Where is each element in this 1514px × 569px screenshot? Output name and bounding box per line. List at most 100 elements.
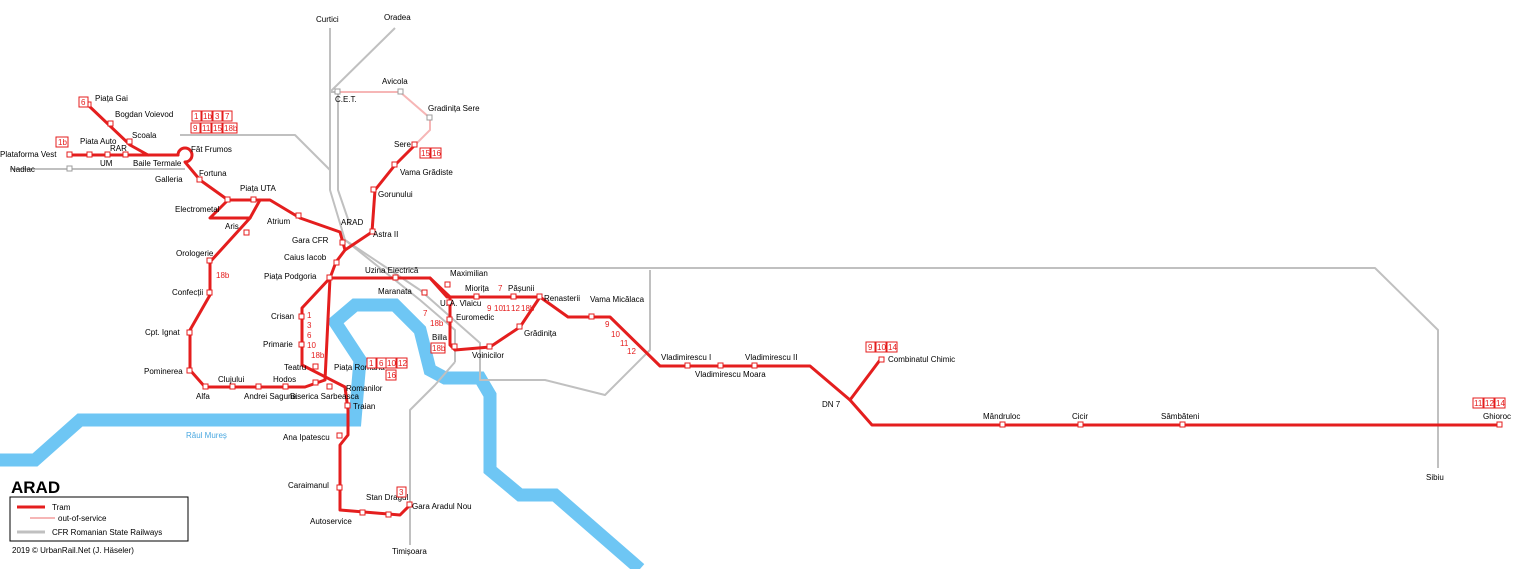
station-label: Ana Ipatescu — [283, 433, 330, 442]
railway-network — [10, 27, 1439, 545]
station-label: Gorunului — [378, 190, 413, 199]
route-16-box: 16 — [387, 371, 396, 380]
station-label: Vladimirescu Moara — [695, 370, 766, 379]
route-10-box: 10 — [877, 343, 886, 352]
route-1-box: 1 — [369, 359, 374, 368]
station-label: Bogdan Voievod — [115, 110, 173, 119]
station-label: Vladimirescu I — [661, 353, 711, 362]
route-18b-box: 18b — [432, 344, 446, 353]
route-number: 18b — [430, 319, 444, 328]
route-number: 9 — [605, 320, 610, 329]
station-label: Autoservice — [310, 517, 352, 526]
route-12-box: 12 — [1485, 399, 1494, 408]
station-label: Vladimirescu II — [745, 353, 797, 362]
station-label: Renasterii — [544, 294, 580, 303]
station-label: Curtici — [316, 15, 339, 24]
route-10-box: 10 — [387, 359, 396, 368]
route-9-box: 9 — [193, 124, 198, 133]
station-label: ARAD — [341, 218, 363, 227]
legend-tram-label: Tram — [52, 503, 71, 512]
station-label: Piața Podgoria — [264, 272, 317, 281]
station-label: Voinicilor — [472, 351, 504, 360]
station-label: Grădinița — [524, 329, 557, 338]
station-label: Clujului — [218, 375, 244, 384]
route-9-box: 9 — [868, 343, 873, 352]
station-label: Billa — [432, 333, 448, 342]
legend: Tram out-of-service CFR Romanian State R… — [9, 496, 189, 542]
station-label: UM — [100, 159, 113, 168]
station-label: Cpt. Ignat — [145, 328, 180, 337]
station-label: Atrium — [267, 217, 290, 226]
station-label: Baile Termale — [133, 159, 182, 168]
route-18b-box: 18b — [224, 124, 238, 133]
route-number: 18b — [311, 351, 325, 360]
route-14-box: 14 — [1496, 399, 1505, 408]
route-number: 10 — [307, 341, 316, 350]
station-label: Piața Gai — [95, 94, 128, 103]
station-label: Piata Auto — [80, 137, 117, 146]
route-6-box: 6 — [81, 98, 86, 107]
station-label: Vama Micălaca — [590, 295, 645, 304]
station-label: Orologerie — [176, 249, 214, 258]
route-14-box: 14 — [888, 343, 897, 352]
station-label: Crisan — [271, 312, 294, 321]
route-number: 7 — [423, 309, 428, 318]
station-label: Sibiu — [1426, 473, 1444, 482]
station-label: Cicir — [1072, 412, 1088, 421]
route-6-box: 6 — [379, 359, 384, 368]
station-label: Caius Iacob — [284, 253, 327, 262]
route-11-box: 11 — [202, 124, 211, 133]
route-number: 7 — [498, 284, 503, 293]
station-label: Avicola — [382, 77, 408, 86]
station-label: Sâmbăteni — [1161, 412, 1199, 421]
map-title: ARAD — [11, 478, 60, 497]
route-number: 18b — [216, 271, 230, 280]
station-label: Maranata — [378, 287, 412, 296]
station-label: DN 7 — [822, 400, 841, 409]
station-label: Gara Aradul Nou — [412, 502, 472, 511]
station-label: Hodos — [273, 375, 296, 384]
station-label: Scoala — [132, 131, 157, 140]
route-number: 11 — [620, 339, 629, 348]
route-number: 3 — [307, 321, 312, 330]
route-1-box: 1 — [194, 112, 199, 121]
station-label: Mândruloc — [983, 412, 1020, 421]
station-label: Ghioroc — [1483, 412, 1511, 421]
station-label: Gradinița Sere — [428, 104, 480, 113]
station-label: Miorița — [465, 284, 490, 293]
station-label: Romanilor — [346, 384, 383, 393]
river-mures — [0, 298, 645, 569]
route-number: 12 — [627, 347, 636, 356]
station-label: Pominerea — [144, 367, 183, 376]
route-number: 6 — [307, 331, 312, 340]
station-label: Sere — [394, 140, 411, 149]
station-label: Stan Dragul — [366, 493, 408, 502]
station-label: Nadlac — [10, 165, 35, 174]
station-label: Maximilian — [450, 269, 488, 278]
station-label: Piața Română — [334, 363, 385, 372]
station-label: Biserica Sarbeasca — [290, 392, 359, 401]
station-label: Caraimanul — [288, 481, 329, 490]
station-label: Uzina Electrică — [365, 266, 419, 275]
station-label: Euromedic — [456, 313, 494, 322]
route-3-box: 3 — [215, 112, 220, 121]
station-label: C.E.T. — [335, 95, 357, 104]
station-labels: Plataforma Vest Piata Auto RAR UM Baile … — [0, 13, 1511, 556]
legend-cfr-label: CFR Romanian State Railways — [52, 528, 162, 537]
station-label: Teatru — [284, 363, 306, 372]
route-number: 12 — [511, 304, 520, 313]
station-label: RAR — [110, 144, 127, 153]
station-label: Timișoara — [392, 547, 427, 556]
route-15-box: 15 — [421, 149, 430, 158]
route-number: 10 — [611, 330, 620, 339]
station-label: Pășunii — [508, 284, 534, 293]
route-12-box: 12 — [398, 359, 407, 368]
station-label: Oradea — [384, 13, 411, 22]
station-label: Combinatul Chimic — [888, 355, 955, 364]
route-number: 10 — [494, 304, 503, 313]
route-15-box: 15 — [213, 124, 222, 133]
station-label: Traian — [353, 402, 375, 411]
river-label: Râul Mureș — [186, 431, 227, 440]
station-label: Piața UTA — [240, 184, 277, 193]
